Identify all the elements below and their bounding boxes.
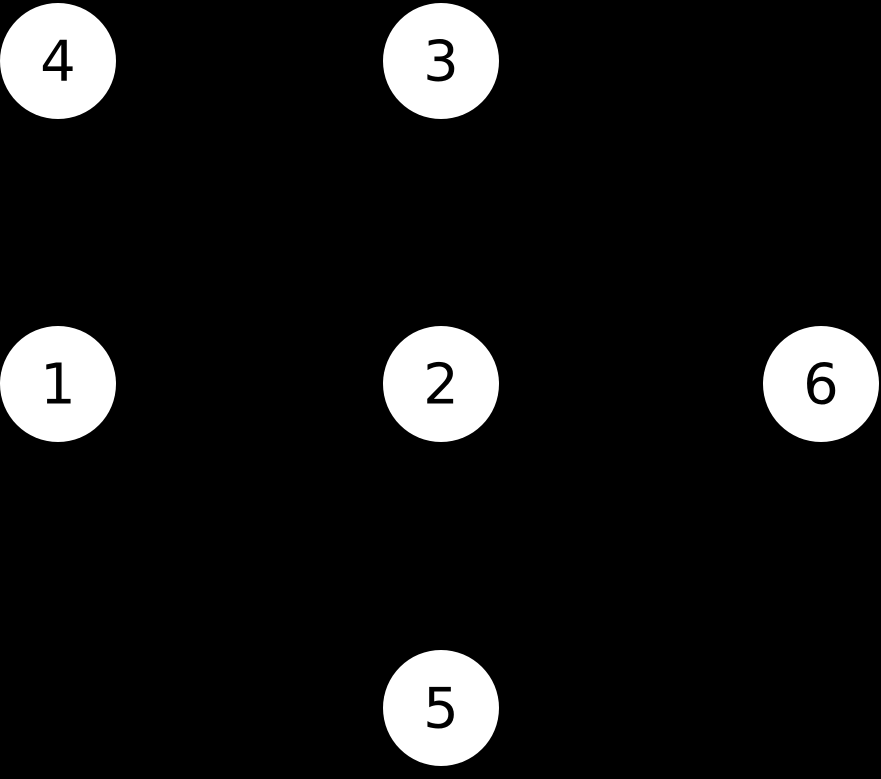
graph-node[interactable]: 4 <box>0 3 116 119</box>
node-label: 6 <box>803 353 839 418</box>
node-label: 1 <box>40 353 76 418</box>
graph-node[interactable]: 1 <box>0 326 116 442</box>
node-circle[interactable] <box>0 3 116 119</box>
node-label: 2 <box>423 353 459 418</box>
node-circle[interactable] <box>383 3 499 119</box>
graph-node[interactable]: 5 <box>383 650 499 766</box>
node-label: 3 <box>423 30 459 95</box>
graph-node[interactable]: 6 <box>763 326 879 442</box>
node-circle[interactable] <box>383 326 499 442</box>
node-circle[interactable] <box>383 650 499 766</box>
node-circle[interactable] <box>0 326 116 442</box>
node-label: 4 <box>40 30 76 95</box>
node-circle[interactable] <box>763 326 879 442</box>
graph-node[interactable]: 2 <box>383 326 499 442</box>
node-layer: 4 3 1 2 6 5 <box>0 3 879 766</box>
node-label: 5 <box>423 677 459 742</box>
graph-node[interactable]: 3 <box>383 3 499 119</box>
